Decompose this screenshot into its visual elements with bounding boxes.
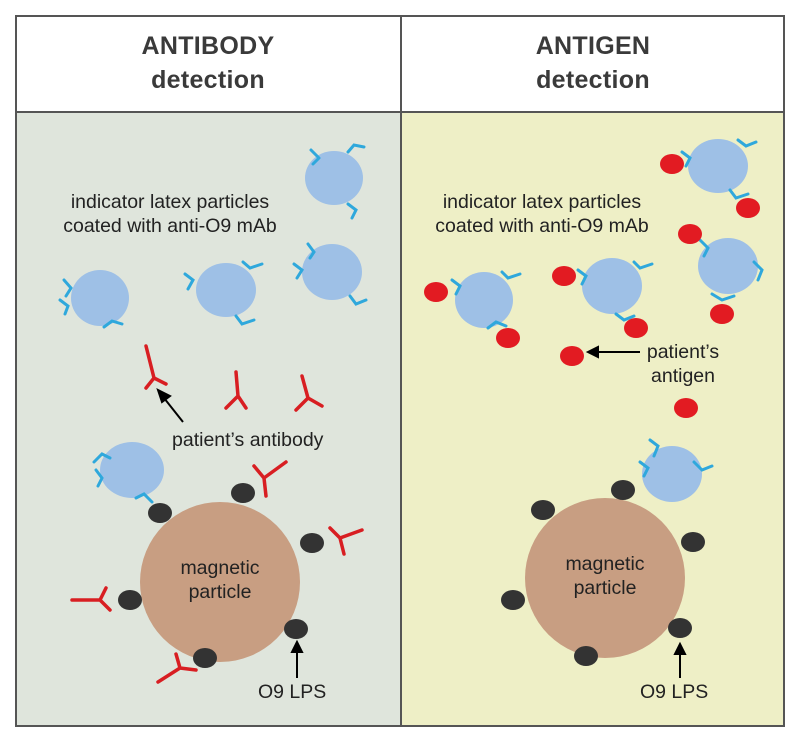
left-magnetic-line2: particle [188,581,252,603]
right-magnetic-label: magnetic particle [535,552,675,600]
left-lps-label: O9 LPS [258,681,327,703]
right-lps-label: O9 LPS [640,681,709,703]
left-magnetic-particle [140,502,300,662]
right-magnetic-line1: magnetic [565,553,645,575]
patient-antigen-label: patient’s antigen [636,340,730,388]
patient-antigens [424,154,760,418]
left-latex-label-line2: coated with anti-O9 mAb [63,215,277,237]
left-heading-line1: ANTIBODY [141,32,275,60]
left-magnetic-label: magnetic particle [150,556,290,604]
right-latex-particles [450,138,764,502]
right-arrows [585,345,687,678]
right-magnetic-particle [525,498,685,658]
patient-antibody-label: patient’s antibody [172,429,324,451]
right-heading-line1: ANTIGEN [535,32,651,60]
left-heading-line2: detection [151,66,265,94]
patient-antigen-line2: antigen [651,365,715,387]
left-latex-particles [58,143,368,504]
left-heading: ANTIBODY detection [16,16,400,110]
right-latex-label: indicator latex particles coated with an… [424,190,660,238]
right-heading-line2: detection [536,66,650,94]
right-lps-dots [501,480,705,666]
right-latex-label-line1: indicator latex particles [442,191,642,213]
right-heading: ANTIGEN detection [402,16,784,110]
left-lps-dots [118,483,324,668]
patient-antigen-line1: patient’s [646,341,720,363]
left-latex-label-line1: indicator latex particles [70,191,270,213]
left-latex-label: indicator latex particles coated with an… [52,190,288,238]
left-magnetic-line1: magnetic [180,557,260,579]
left-arrows [156,388,304,678]
right-latex-label-line2: coated with anti-O9 mAb [435,215,649,237]
right-magnetic-line2: particle [573,577,637,599]
patient-antibodies-left [70,344,364,684]
